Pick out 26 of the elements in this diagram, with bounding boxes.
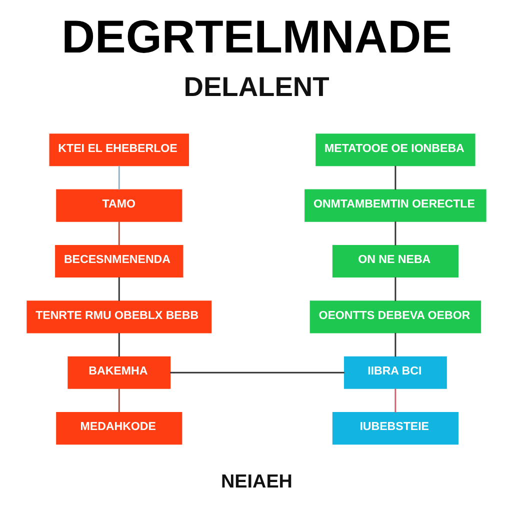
- connector: [394, 277, 396, 302]
- node-box: KTEI EL EHEBERLOE: [48, 134, 188, 166]
- connector: [118, 332, 120, 357]
- connector: [394, 222, 396, 246]
- node-box: TENRTE RMU OBEBLX BEBB: [26, 300, 212, 334]
- connector: [118, 222, 120, 246]
- node-box: TAMO: [56, 189, 182, 222]
- connector: [394, 166, 396, 190]
- node-box: OEONTTS DEBEVA OEBOR: [309, 300, 481, 334]
- node-box: BAKEMHA: [67, 356, 170, 389]
- label: DELALENT: [183, 71, 329, 102]
- node-box: IUBEBSTEIE: [332, 412, 458, 445]
- connector: [170, 372, 344, 374]
- connector: [394, 332, 396, 357]
- node-box: MEDAHKODE: [56, 412, 182, 445]
- node-box: BECESNMENENDA: [54, 244, 183, 278]
- connector: [394, 388, 396, 412]
- connector: [118, 166, 120, 190]
- node-box: METATOOE OE IONBEBA: [315, 134, 475, 166]
- connector: [118, 277, 120, 302]
- connector: [118, 388, 120, 412]
- diagram-title: DEGRTELMNADE: [61, 10, 452, 62]
- node-box: ONMTAMBEMTIN OERECTLE: [304, 189, 486, 222]
- node-box: IIBRA BCI: [343, 356, 446, 389]
- caption: NEIAEH: [220, 472, 292, 493]
- node-box: ON NE NEBA: [332, 244, 458, 278]
